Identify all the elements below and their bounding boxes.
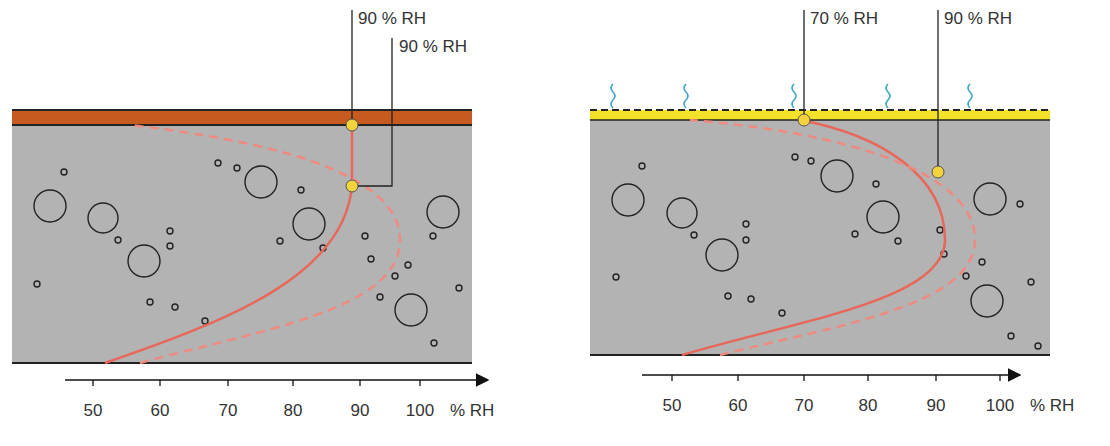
callout-label: 90 % RH (358, 10, 426, 27)
axis-label: 80 (859, 397, 878, 414)
callout-label: 70 % RH (810, 10, 878, 27)
axis-label: 70 (795, 397, 814, 414)
axis-label: 90 (927, 397, 946, 414)
axis-label: 100 (986, 397, 1014, 414)
axis-label: 80 (284, 402, 303, 419)
axis-label: 50 (663, 397, 682, 414)
axis-label: 90 (351, 402, 370, 419)
axis-label: 60 (729, 397, 748, 414)
axis-label: % RH (450, 402, 494, 419)
axis-label: 60 (151, 402, 170, 419)
axis-label: % RH (1030, 397, 1074, 414)
callout-label: 90 % RH (944, 10, 1012, 27)
axis-label: 70 (219, 402, 238, 419)
axis-label: 100 (406, 402, 434, 419)
axis-label: 50 (84, 402, 103, 419)
callout-label: 90 % RH (399, 38, 467, 55)
